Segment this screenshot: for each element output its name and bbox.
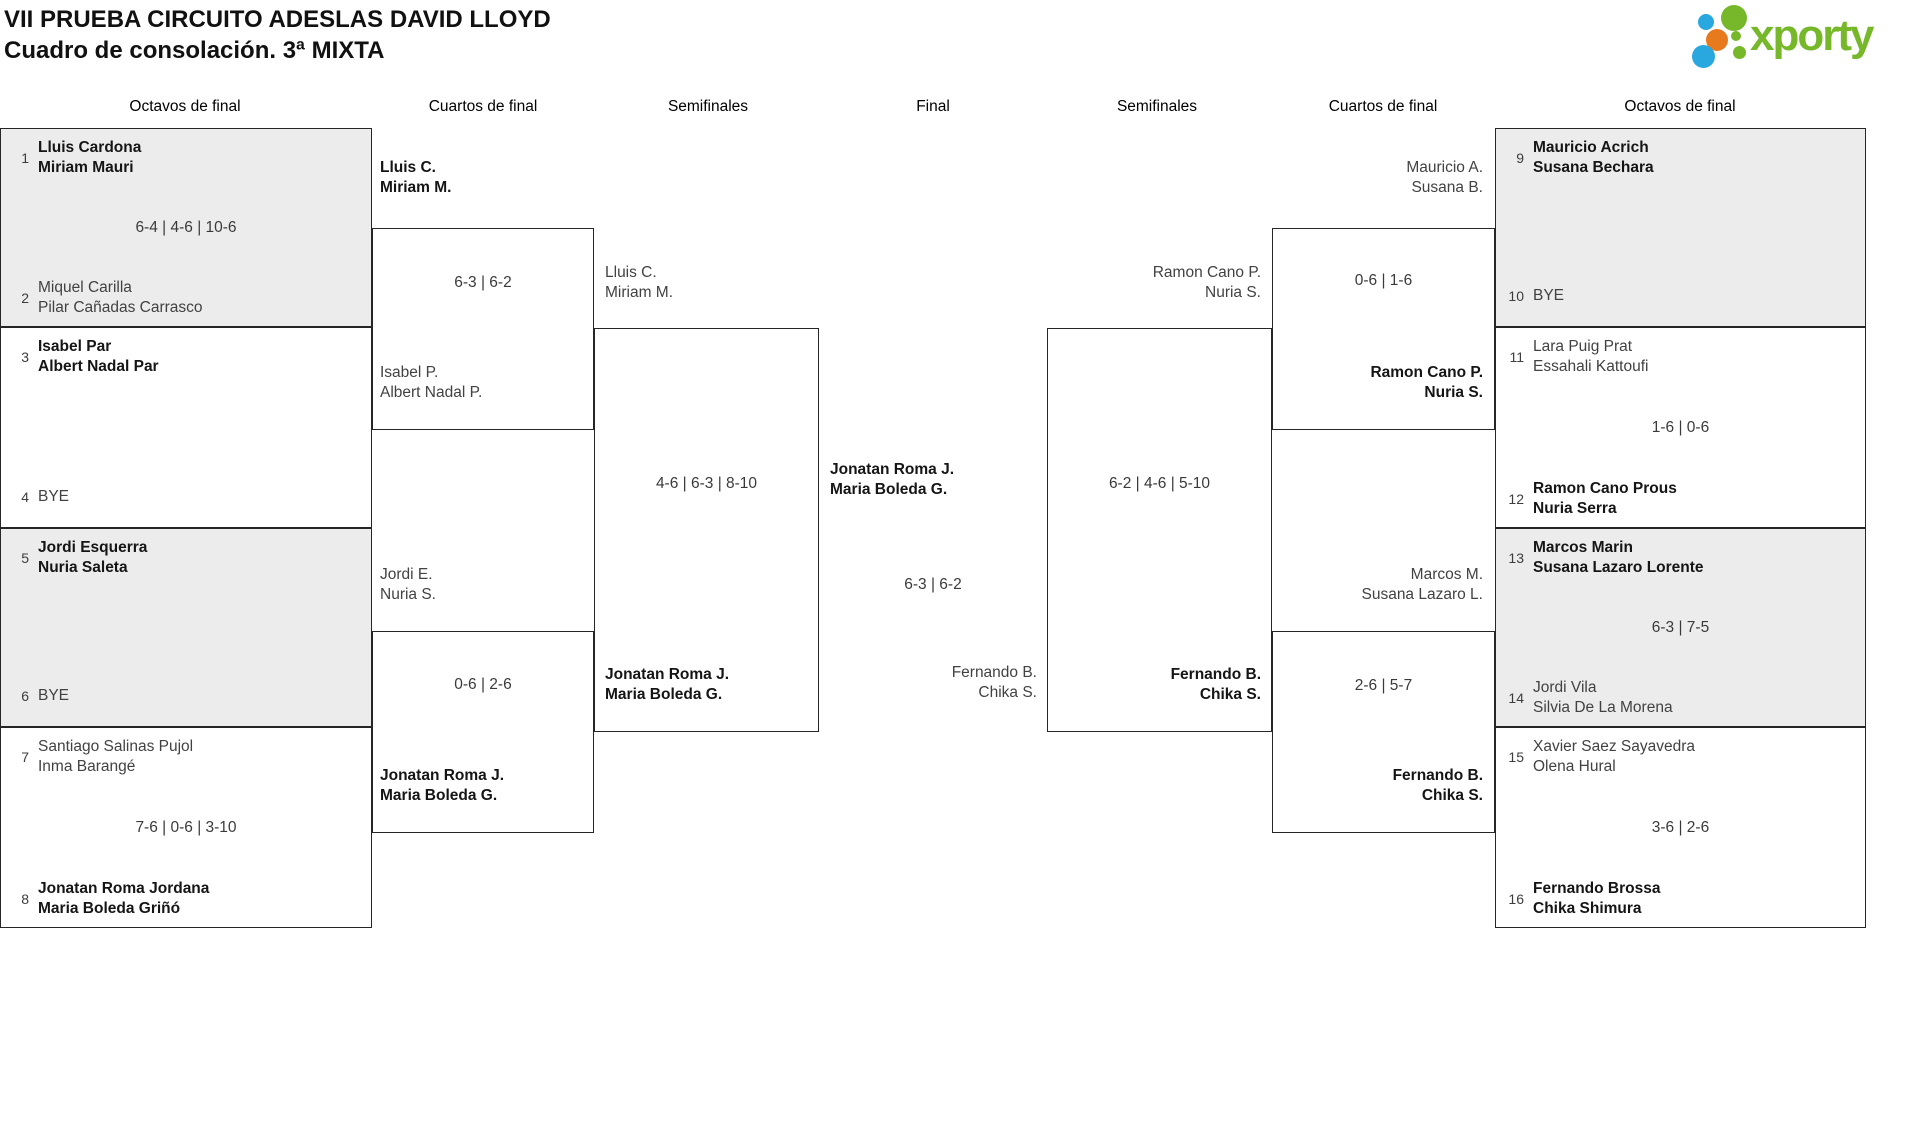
seed-number: 6	[21, 688, 29, 704]
match-score: 2-6 | 5-7	[1354, 677, 1413, 694]
match-score: 0-6 | 2-6	[454, 676, 512, 693]
xporty-logo[interactable]: xporty	[1688, 2, 1916, 72]
advancing-team: Fernando B.Chika S.	[1170, 666, 1261, 703]
match-box-semi-left	[594, 328, 819, 732]
advancing-team: Fernando B.Chika S.	[1392, 767, 1483, 804]
round-header-semis-right: Semifinales	[1116, 98, 1198, 115]
advancing-team: Marcos M.Susana Lazaro L.	[1361, 566, 1483, 603]
seed-number: 10	[1508, 288, 1524, 304]
advancing-team: Lluis C.Miriam M.	[380, 159, 452, 196]
page-title: VII PRUEBA CIRCUITO ADESLAS DAVID LLOYD	[4, 6, 551, 33]
logo-dot-icon	[1731, 31, 1741, 41]
match-score: 6-4 | 4-6 | 10-6	[135, 218, 237, 236]
advancing-team: Ramon Cano P.Nuria S.	[1152, 264, 1261, 301]
logo-wordmark: xporty	[1750, 11, 1874, 60]
final-score: 6-3 | 6-2	[904, 576, 962, 593]
round-header-cuartos-left: Cuartos de final	[428, 98, 538, 115]
round-header-octavos-right: Octavos de final	[1624, 98, 1736, 115]
advancing-team: Jordi E.Nuria S.	[380, 566, 436, 603]
seed-number: 15	[1508, 749, 1524, 765]
logo-dot-icon	[1692, 45, 1715, 68]
logo-dot-icon	[1733, 46, 1746, 59]
match-box-cuartos-left-1	[372, 228, 594, 430]
seed-number: 8	[21, 891, 29, 907]
team-entry-bye: 10 BYE	[1496, 286, 1564, 306]
seed-number: 1	[21, 150, 29, 166]
match-score: 1-6 | 0-6	[1651, 418, 1710, 436]
round-header-octavos-left: Octavos de final	[129, 98, 241, 115]
seed-number: 5	[21, 550, 29, 566]
logo-dot-icon	[1721, 5, 1747, 31]
match-box-semi-right	[1047, 328, 1272, 732]
match-score: 3-6 | 2-6	[1651, 818, 1710, 836]
match-score: 4-6 | 6-3 | 8-10	[655, 475, 758, 492]
finalist-team: Jonatan Roma J.Maria Boleda G.	[830, 461, 955, 498]
advancing-team: Lluis C.Miriam M.	[605, 264, 674, 301]
seed-number: 16	[1508, 891, 1524, 907]
seed-number: 13	[1508, 550, 1524, 566]
team-entry-bye: 4 BYE	[1, 487, 69, 507]
logo-dot-icon	[1706, 29, 1728, 51]
page-subtitle: Cuadro de consolación. 3ª MIXTA	[4, 37, 385, 64]
match-box-cuartos-right-2	[1272, 631, 1495, 833]
match-score: 6-3 | 7-5	[1651, 618, 1710, 636]
advancing-team: Jonatan Roma J.Maria Boleda G.	[380, 767, 505, 804]
match-score: 6-3 | 6-2	[454, 274, 512, 291]
seed-number: 2	[21, 290, 29, 306]
advancing-team: Mauricio A.Susana B.	[1406, 159, 1483, 196]
round-header-cuartos-right: Cuartos de final	[1328, 98, 1438, 115]
match-box-cuartos-right-1	[1272, 228, 1495, 430]
seed-number: 9	[1516, 150, 1524, 166]
match-score: 7-6 | 0-6 | 3-10	[135, 818, 237, 836]
advancing-team: Isabel P.Albert Nadal P.	[380, 364, 483, 401]
seed-number: 12	[1508, 491, 1524, 507]
seed-number: 14	[1508, 690, 1524, 706]
match-box-cuartos-left-2	[372, 631, 594, 833]
round-header-semis-left: Semifinales	[667, 98, 749, 115]
finalist-team: Fernando B.Chika S.	[951, 664, 1037, 701]
round-header-final: Final	[916, 98, 950, 115]
seed-number: 3	[21, 349, 29, 365]
logo-dot-icon	[1698, 14, 1714, 30]
advancing-team: Jonatan Roma J.Maria Boleda G.	[605, 666, 730, 703]
match-score: 0-6 | 1-6	[1354, 272, 1413, 289]
seed-number: 7	[21, 749, 29, 765]
seed-number: 11	[1509, 349, 1524, 365]
match-score: 6-2 | 4-6 | 5-10	[1108, 475, 1211, 492]
seed-number: 4	[21, 489, 29, 505]
team-entry-bye: 6 BYE	[1, 686, 69, 706]
advancing-team: Ramon Cano P.Nuria S.	[1370, 364, 1483, 401]
